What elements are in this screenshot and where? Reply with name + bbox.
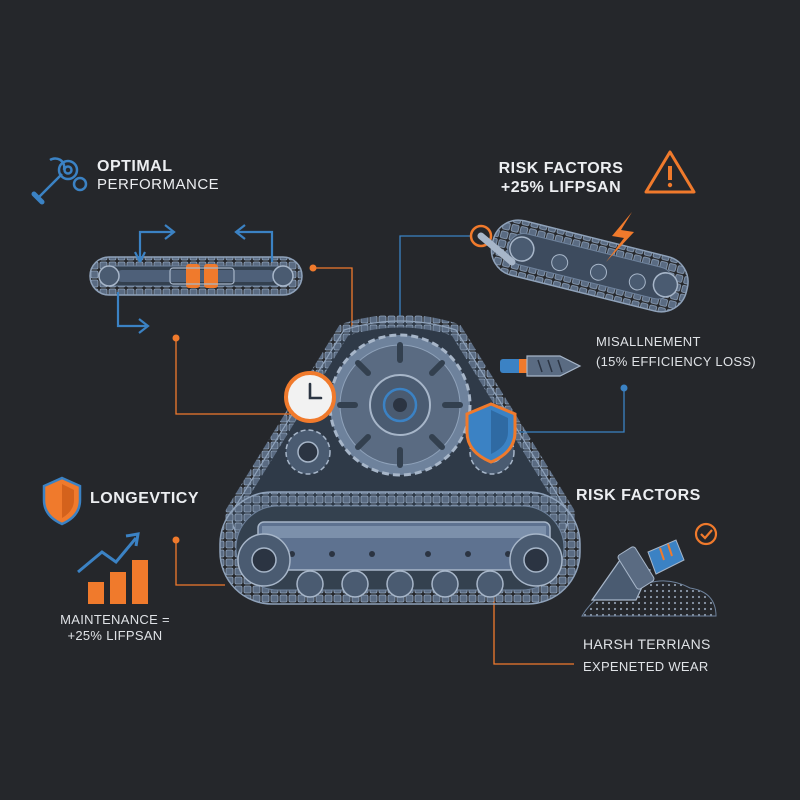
optimal-line2: PERFORMANCE bbox=[97, 176, 220, 194]
clock-icon bbox=[284, 371, 336, 423]
warning-triangle-icon bbox=[644, 150, 696, 194]
road-wheels bbox=[237, 533, 563, 598]
damaged-track bbox=[490, 219, 689, 313]
risk-factors-top-title: RISK FACTORS +25% LIFPSAN bbox=[486, 159, 636, 197]
maintenance-line2: +25% LIFPSAN bbox=[67, 627, 163, 643]
belt-assembly bbox=[89, 256, 303, 296]
risk-factors-bottom-title: RISK FACTORS bbox=[576, 487, 701, 504]
check-circle-icon bbox=[694, 522, 718, 546]
optimal-line1: OPTIMAL bbox=[97, 158, 173, 175]
misalignment-line1: MISALLNEMENT bbox=[596, 334, 701, 349]
longevity-title: LONGEVTICY bbox=[90, 490, 200, 507]
risk-top-line1: RISK FACTORS bbox=[498, 160, 624, 177]
connector-performance-clock bbox=[175, 338, 290, 415]
adjustment-arrows bbox=[116, 224, 274, 334]
harsh-terrain-label: HARSH TERRIANS EXPENETED WEAR bbox=[583, 636, 711, 674]
shield-icon-longevity bbox=[42, 476, 82, 526]
bar-chart-growth-icon bbox=[77, 532, 148, 604]
debris-pile-icon bbox=[581, 539, 717, 617]
risk-top-line2: +25% LIFPSAN bbox=[500, 179, 622, 197]
misalignment-label: MISALLNEMENT (15% EFFICIENCY LOSS) bbox=[596, 334, 756, 369]
wrench-gear-icon bbox=[31, 157, 88, 205]
shield-icon-center bbox=[465, 402, 517, 464]
connector-shield-misalign bbox=[520, 388, 625, 433]
lightning-bolt-icon bbox=[606, 212, 634, 262]
misaligned-roller-icon bbox=[500, 355, 582, 377]
connector-longevity bbox=[175, 540, 225, 586]
maintenance-label: MAINTENANCE = +25% LIFPSAN bbox=[45, 612, 185, 643]
drive-sprocket bbox=[328, 333, 472, 477]
harsh-line1: HARSH TERRIANS bbox=[583, 636, 711, 652]
maintenance-line1: MAINTENANCE = bbox=[60, 612, 170, 627]
broken-arm bbox=[469, 224, 516, 266]
harsh-line2: EXPENETED WEAR bbox=[583, 658, 709, 674]
optimal-performance-title: OPTIMAL PERFORMANCE bbox=[97, 157, 219, 194]
misalignment-line2: (15% EFFICIENCY LOSS) bbox=[596, 353, 756, 369]
